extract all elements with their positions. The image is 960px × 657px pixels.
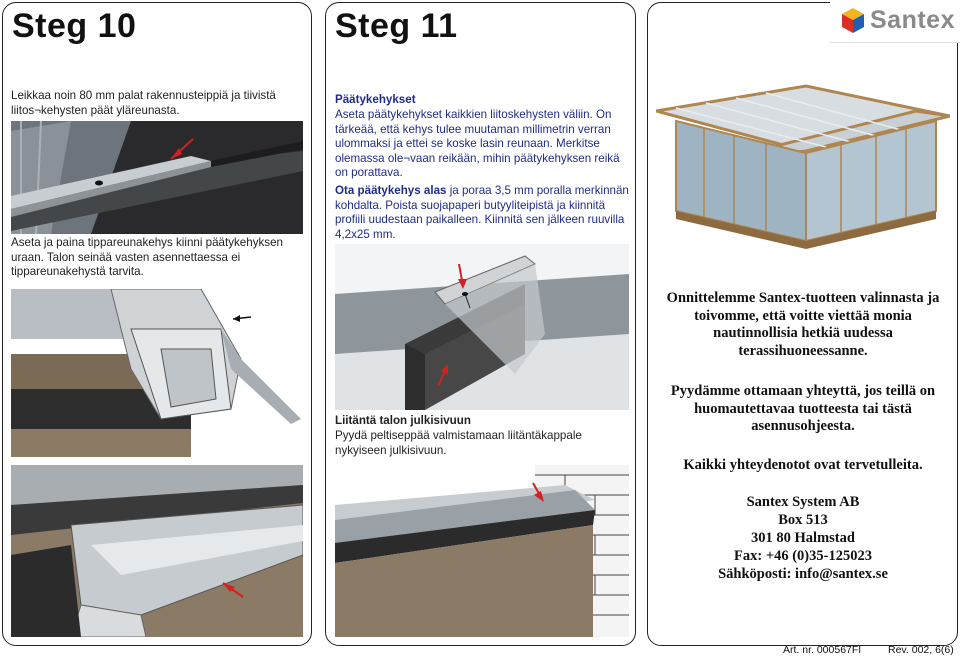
santex-logo-icon — [842, 8, 864, 33]
congrats-text: Onnittelemme Santex-tuotteen valinnasta … — [666, 290, 940, 359]
step11-image-2 — [335, 465, 629, 637]
address-fax: Fax: +46 (0)35-125023 — [734, 548, 872, 564]
step11-subtitle-liitanta: Liitäntä talon julkisivuun — [335, 414, 471, 427]
santex-logo: Santex — [830, 0, 960, 43]
step10-text2: Aseta ja paina tippareunakehys kiinni pä… — [11, 236, 283, 279]
terrace-image — [656, 71, 950, 271]
step11-para2: Ota päätykehys alas ja poraa 3,5 mm pora… — [335, 184, 631, 242]
address-box: Box 513 — [778, 512, 828, 528]
step10-heading: Steg 10 — [12, 7, 137, 45]
welcome-text: Kaikki yhteydenotot ovat tervetulleita. — [683, 457, 923, 473]
step10-text1: Leikkaa noin 80 mm palat rakennusteippiä… — [11, 89, 276, 117]
step10-image-2 — [11, 289, 303, 457]
address-email[interactable]: Sähköposti: info@santex.se — [718, 566, 888, 582]
article-number: Art. nr. 000567FI — [783, 644, 862, 656]
step11-subtitle-paatykehykset: Päätykehykset — [335, 93, 416, 106]
step11-bold-lead: Ota päätykehys alas — [335, 184, 447, 197]
step11-panel: Steg 11 Päätykehykset Aseta päätykehykse… — [325, 2, 636, 646]
contact-request-text: Pyydämme ottamaan yhteyttä, jos teillä o… — [670, 383, 936, 434]
step10-panel: Steg 10 Leikkaa noin 80 mm palat rakennu… — [2, 2, 312, 646]
address-block: Santex System AB Box 513 301 80 Halmstad… — [654, 493, 952, 583]
address-company: Santex System AB — [746, 494, 860, 510]
info-panel: Onnittelemme Santex-tuotteen valinnasta … — [647, 2, 958, 646]
revision-info: Rev. 002, 6(6) — [888, 644, 954, 656]
step10-image-1 — [11, 121, 303, 234]
step11-para3: Pyydä peltiseppää valmistamaan liitäntäk… — [335, 429, 582, 457]
address-city: 301 80 Halmstad — [751, 530, 855, 546]
step11-image-1 — [335, 244, 629, 410]
santex-logo-text: Santex — [870, 6, 955, 34]
step11-para2-rest: ja poraa 3,5 mm poralla merkinnän kohdal… — [335, 184, 629, 241]
step10-image-3 — [11, 465, 303, 637]
step11-heading: Steg 11 — [335, 7, 458, 45]
step11-para1: Aseta päätykehykset kaikkien liitoskehys… — [335, 108, 620, 180]
